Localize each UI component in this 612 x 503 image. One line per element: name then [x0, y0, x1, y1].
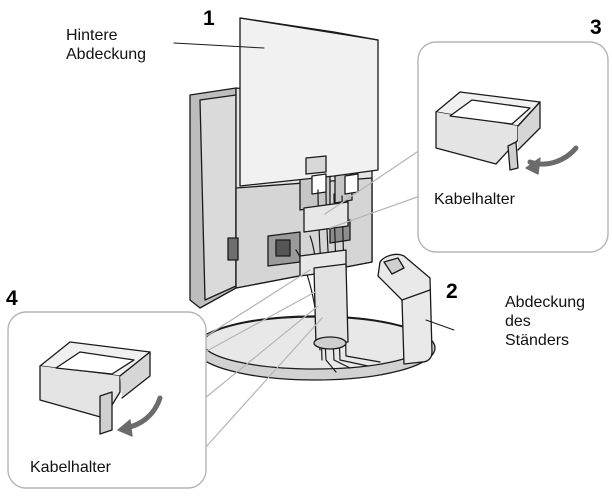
- callout-step-4: [7, 311, 207, 489]
- cable-holder-label-bottom: Kabelhalter: [30, 459, 111, 476]
- cable-holder-closing-top: [435, 91, 541, 171]
- rotate-arrow-bottom-head: [117, 419, 133, 437]
- rear-cover-panel: [239, 17, 379, 195]
- stand-cover-label-line2: des: [505, 313, 531, 330]
- step-number-3: 3: [590, 16, 602, 39]
- callout-connectors: [199, 149, 421, 449]
- stand-cover-label-line3: Ständers: [505, 332, 570, 349]
- stand-cover: [377, 253, 433, 365]
- cable-holder-closing-bottom: [39, 341, 151, 435]
- rotate-arrow-top-head: [525, 157, 541, 175]
- stand-neck: [313, 263, 349, 350]
- step-number-1: 1: [203, 7, 215, 30]
- callout-step-3: [417, 41, 609, 253]
- step-number-4: 4: [6, 287, 18, 310]
- rear-cover-label-line2: Abdeckung: [66, 46, 147, 63]
- rear-cover-label-line1: Hintere: [66, 27, 118, 44]
- step-number-2: 2: [446, 280, 458, 303]
- stand-cover-label-line1: Abdeckung: [505, 294, 586, 311]
- cable-holder-label-top: Kabelhalter: [434, 191, 515, 208]
